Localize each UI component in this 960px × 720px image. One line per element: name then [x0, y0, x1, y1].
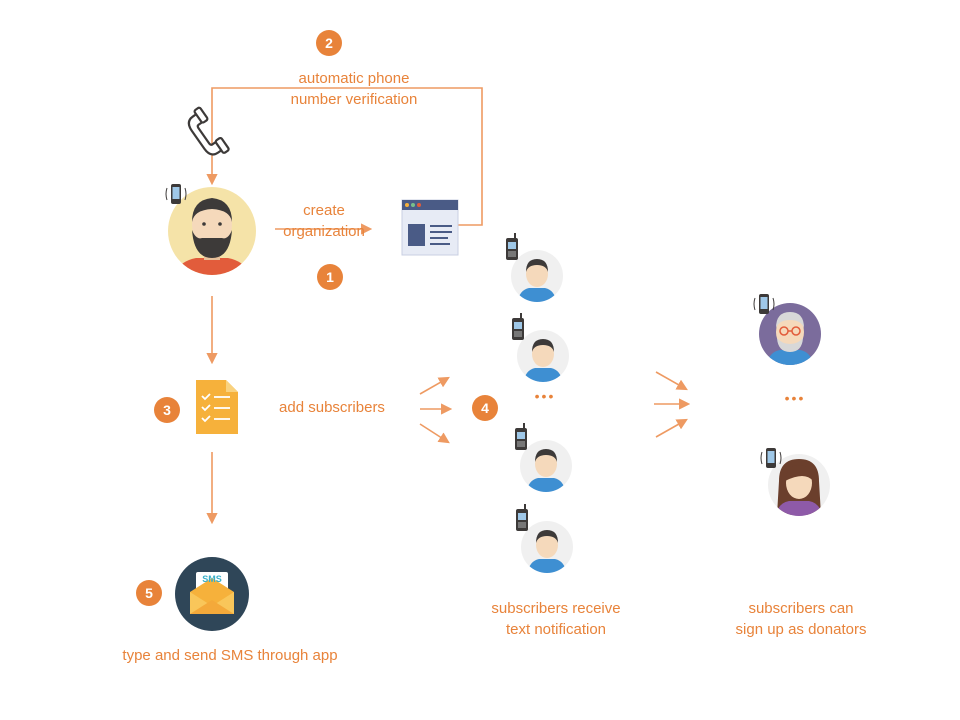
- step-badge-5: 5: [136, 580, 162, 606]
- step-badge-1: 1: [317, 264, 343, 290]
- subscribers-ellipsis: •••: [534, 388, 556, 404]
- mobile-phone-icons: [506, 233, 528, 531]
- subscriber-avatar: [517, 330, 569, 382]
- admin-mobile-phone-icon: [165, 184, 187, 204]
- subscriber-avatar: [511, 250, 563, 302]
- receive-notification-caption: subscribers receive text notification: [491, 600, 621, 638]
- send-sms-label: type and send SMS through app: [122, 647, 338, 664]
- step-badge-3: 3: [154, 397, 180, 423]
- fan-out-arrows: [419, 376, 453, 444]
- donator-mobile-phone-icon: [760, 448, 782, 468]
- website-icon: [401, 199, 459, 256]
- subscriber-avatar: [520, 440, 572, 492]
- subscriber-avatar: [521, 521, 573, 573]
- admin-avatar: [168, 187, 256, 275]
- phone-verification-label: automatic phone number verification: [290, 70, 418, 108]
- verification-loop-arrow: [206, 87, 483, 226]
- mobile-phone-icon: [506, 233, 518, 260]
- subscriber-list-document-icon: [196, 380, 238, 434]
- phone-handset-icon: [187, 106, 230, 156]
- sms-envelope-text: SMS: [202, 574, 222, 584]
- create-organization-label: create organization: [283, 202, 365, 240]
- donator-avatar-woman: [768, 454, 830, 516]
- sign-up-donators-caption: subscribers can sign up as donators: [735, 600, 867, 638]
- donator-mobile-phone-icon: [753, 294, 775, 314]
- step-badge-4: 4: [472, 395, 498, 421]
- sms-envelope-icon: [175, 557, 249, 631]
- fan-in-arrows: [654, 371, 691, 438]
- mobile-phone-icon: [516, 504, 528, 531]
- step-badge-2: 2: [316, 30, 342, 56]
- mobile-phone-icon: [515, 423, 527, 450]
- donators-ellipsis: •••: [784, 390, 806, 406]
- subscriber-avatars-receive: [511, 250, 573, 573]
- mobile-phone-icon: [512, 313, 524, 340]
- add-subscribers-label: add subscribers: [279, 399, 385, 416]
